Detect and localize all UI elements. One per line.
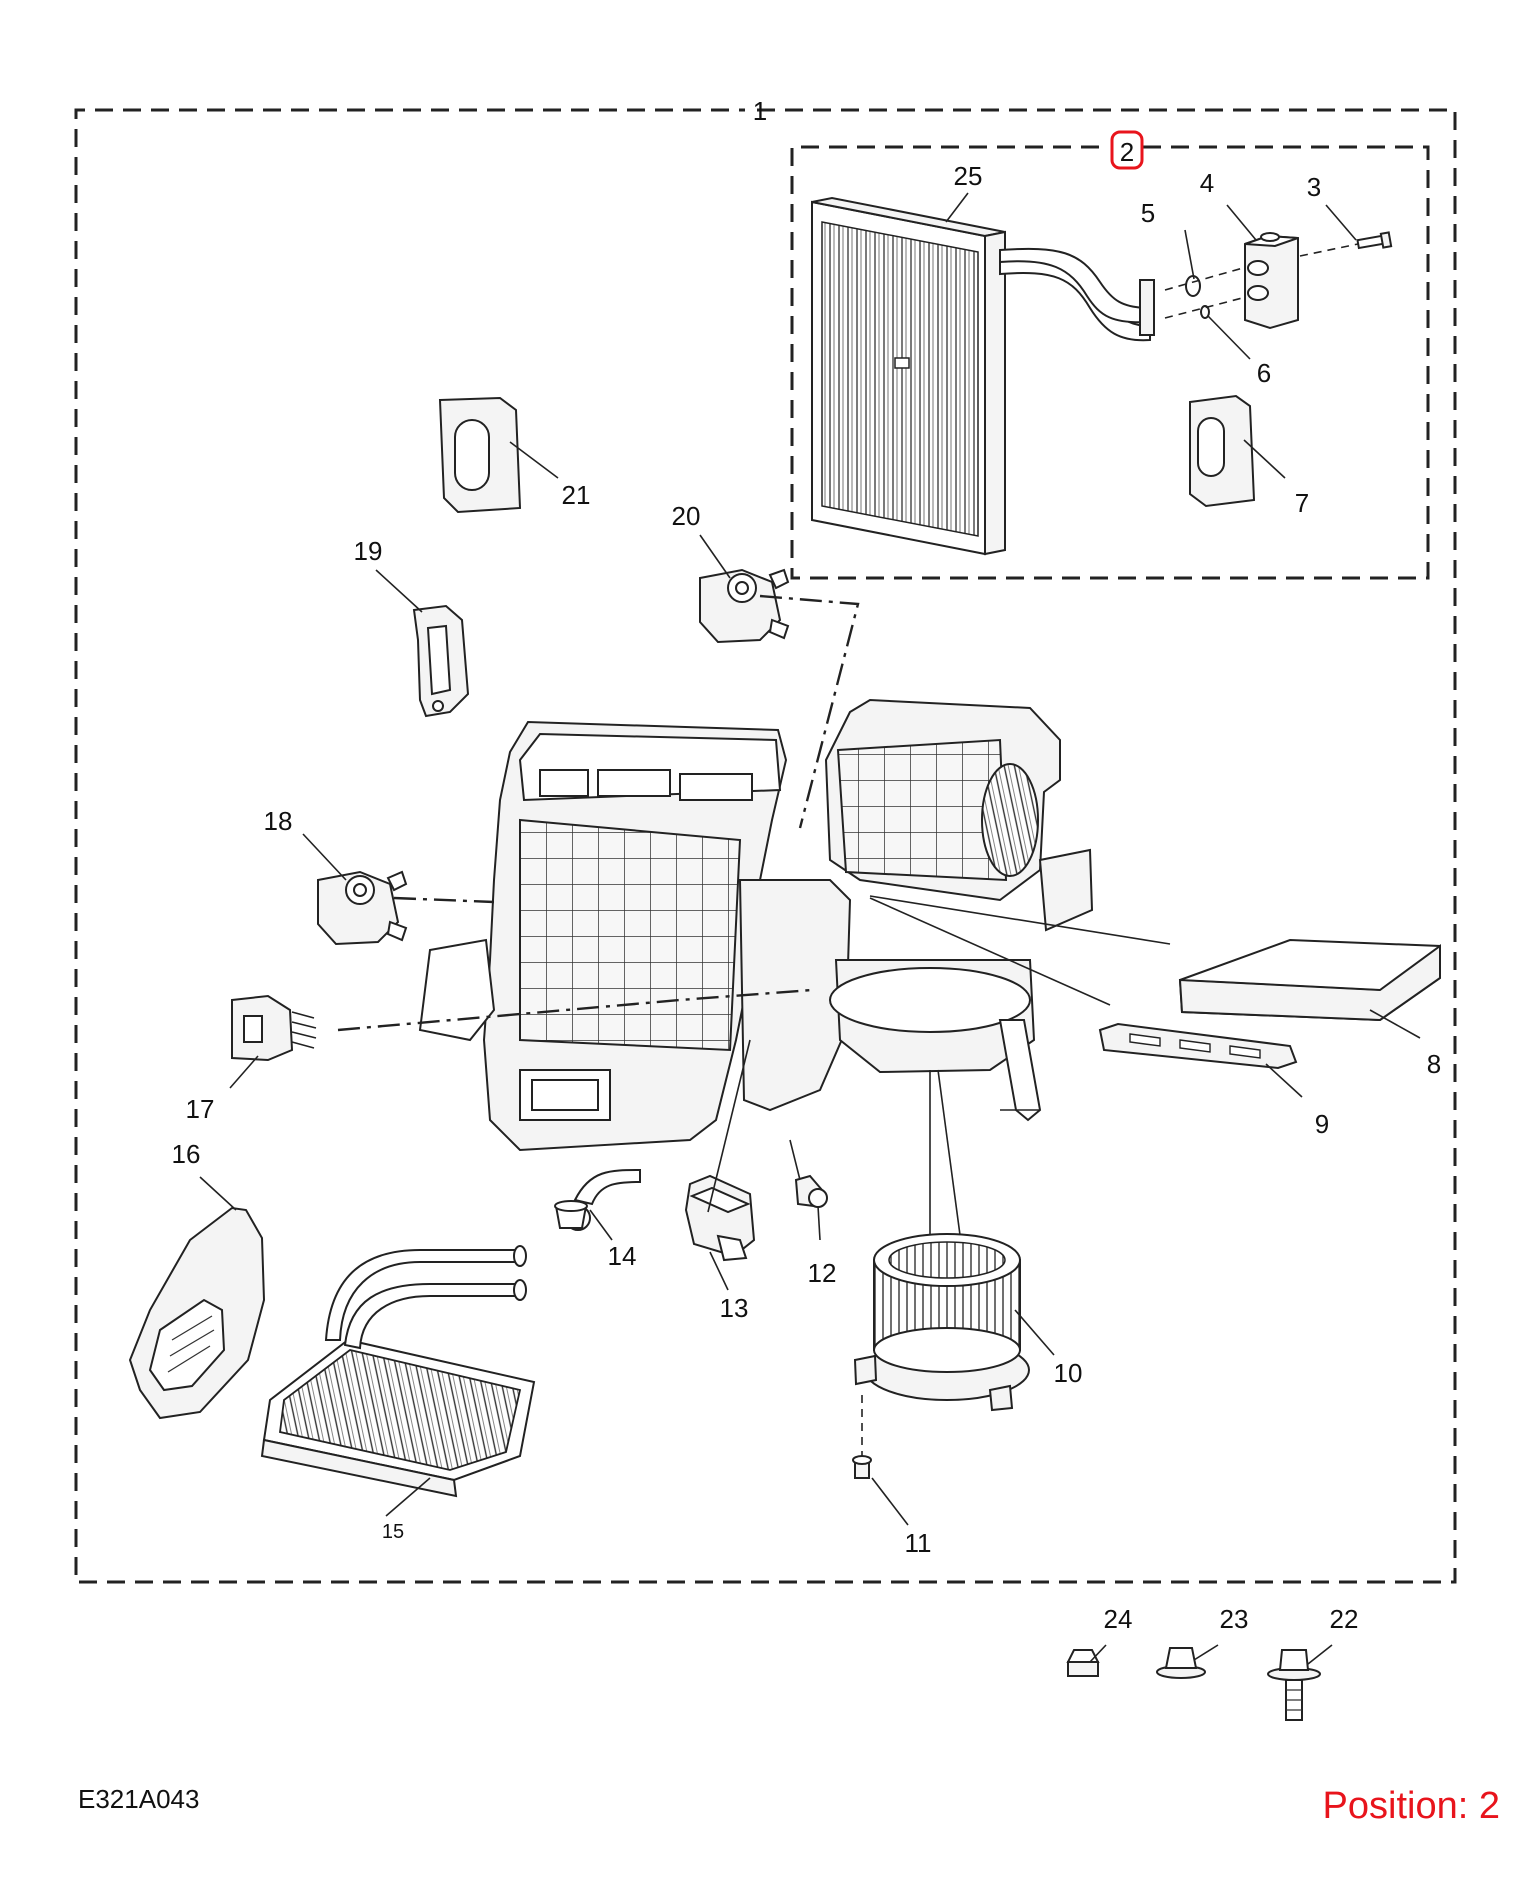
selected-callout-highlight <box>1110 130 1144 170</box>
callout-16[interactable]: 16 <box>172 1139 201 1169</box>
callout-8[interactable]: 8 <box>1427 1049 1441 1079</box>
callout-3[interactable]: 3 <box>1307 172 1321 202</box>
callout-13[interactable]: 13 <box>720 1293 749 1323</box>
fastener-24-illustration <box>1066 1649 1100 1677</box>
bracket-19-illustration <box>412 604 470 718</box>
callout-12[interactable]: 12 <box>808 1258 837 1288</box>
construction-lines <box>337 594 1171 1213</box>
callout-1[interactable]: 1 <box>753 96 767 126</box>
evaporator-core-illustration <box>811 196 1155 556</box>
callout-6[interactable]: 6 <box>1257 358 1271 388</box>
position-label: Position: 2 <box>1323 1785 1500 1827</box>
actuator-13-illustration <box>684 1174 756 1262</box>
screw-11-illustration <box>852 1395 872 1479</box>
o-ring-illustrations <box>1164 265 1251 319</box>
duct-16-illustration <box>128 1206 266 1420</box>
callout-19[interactable]: 19 <box>354 536 383 566</box>
seal-7-illustration <box>1189 394 1256 508</box>
filter-door-9-illustration <box>1098 1022 1298 1070</box>
callout-4[interactable]: 4 <box>1200 168 1214 198</box>
actuator-18-illustration <box>317 870 408 946</box>
callout-7[interactable]: 7 <box>1295 488 1309 518</box>
blower-motor-10-illustration <box>853 1069 1030 1412</box>
bolt-3-illustration <box>1299 231 1393 257</box>
resistor-17-illustration <box>231 994 317 1062</box>
callout-17[interactable]: 17 <box>186 1094 215 1124</box>
callout-23[interactable]: 23 <box>1220 1604 1249 1634</box>
callout-11[interactable]: 11 <box>905 1528 932 1558</box>
seal-21-illustration <box>438 396 522 514</box>
assembly-boundary-1 <box>74 108 1457 1584</box>
callout-24[interactable]: 24 <box>1104 1604 1133 1634</box>
leader-lines <box>199 192 1421 1665</box>
sensor-12-illustration <box>789 1139 828 1208</box>
blower-housing-illustration <box>824 698 1094 1122</box>
callout-18[interactable]: 18 <box>264 806 293 836</box>
callout-10[interactable]: 10 <box>1054 1358 1083 1388</box>
callout-5[interactable]: 5 <box>1141 198 1155 228</box>
evaporator-kit-boundary-2 <box>790 145 1430 580</box>
callout-25[interactable]: 25 <box>954 161 983 191</box>
fastener-23-illustration <box>1156 1647 1206 1679</box>
expansion-valve-illustration <box>1244 232 1299 330</box>
drain-14-illustration <box>554 1200 588 1229</box>
callout-2[interactable]: 2 <box>1120 137 1134 167</box>
image-code-label: E321A043 <box>78 1784 199 1814</box>
callout-22[interactable]: 22 <box>1330 1604 1359 1634</box>
callout-20[interactable]: 20 <box>672 501 701 531</box>
callout-21[interactable]: 21 <box>562 480 591 510</box>
callout-9[interactable]: 9 <box>1315 1109 1329 1139</box>
callout-14[interactable]: 14 <box>608 1241 637 1271</box>
heater-core-15-illustration <box>260 1245 536 1498</box>
bolt-22-illustration <box>1267 1649 1321 1721</box>
filter-8-illustration <box>1178 938 1441 1022</box>
hvac-housing-illustration <box>418 720 852 1231</box>
callout-15[interactable]: 15 <box>382 1521 404 1543</box>
actuator-20-illustration <box>699 568 790 644</box>
